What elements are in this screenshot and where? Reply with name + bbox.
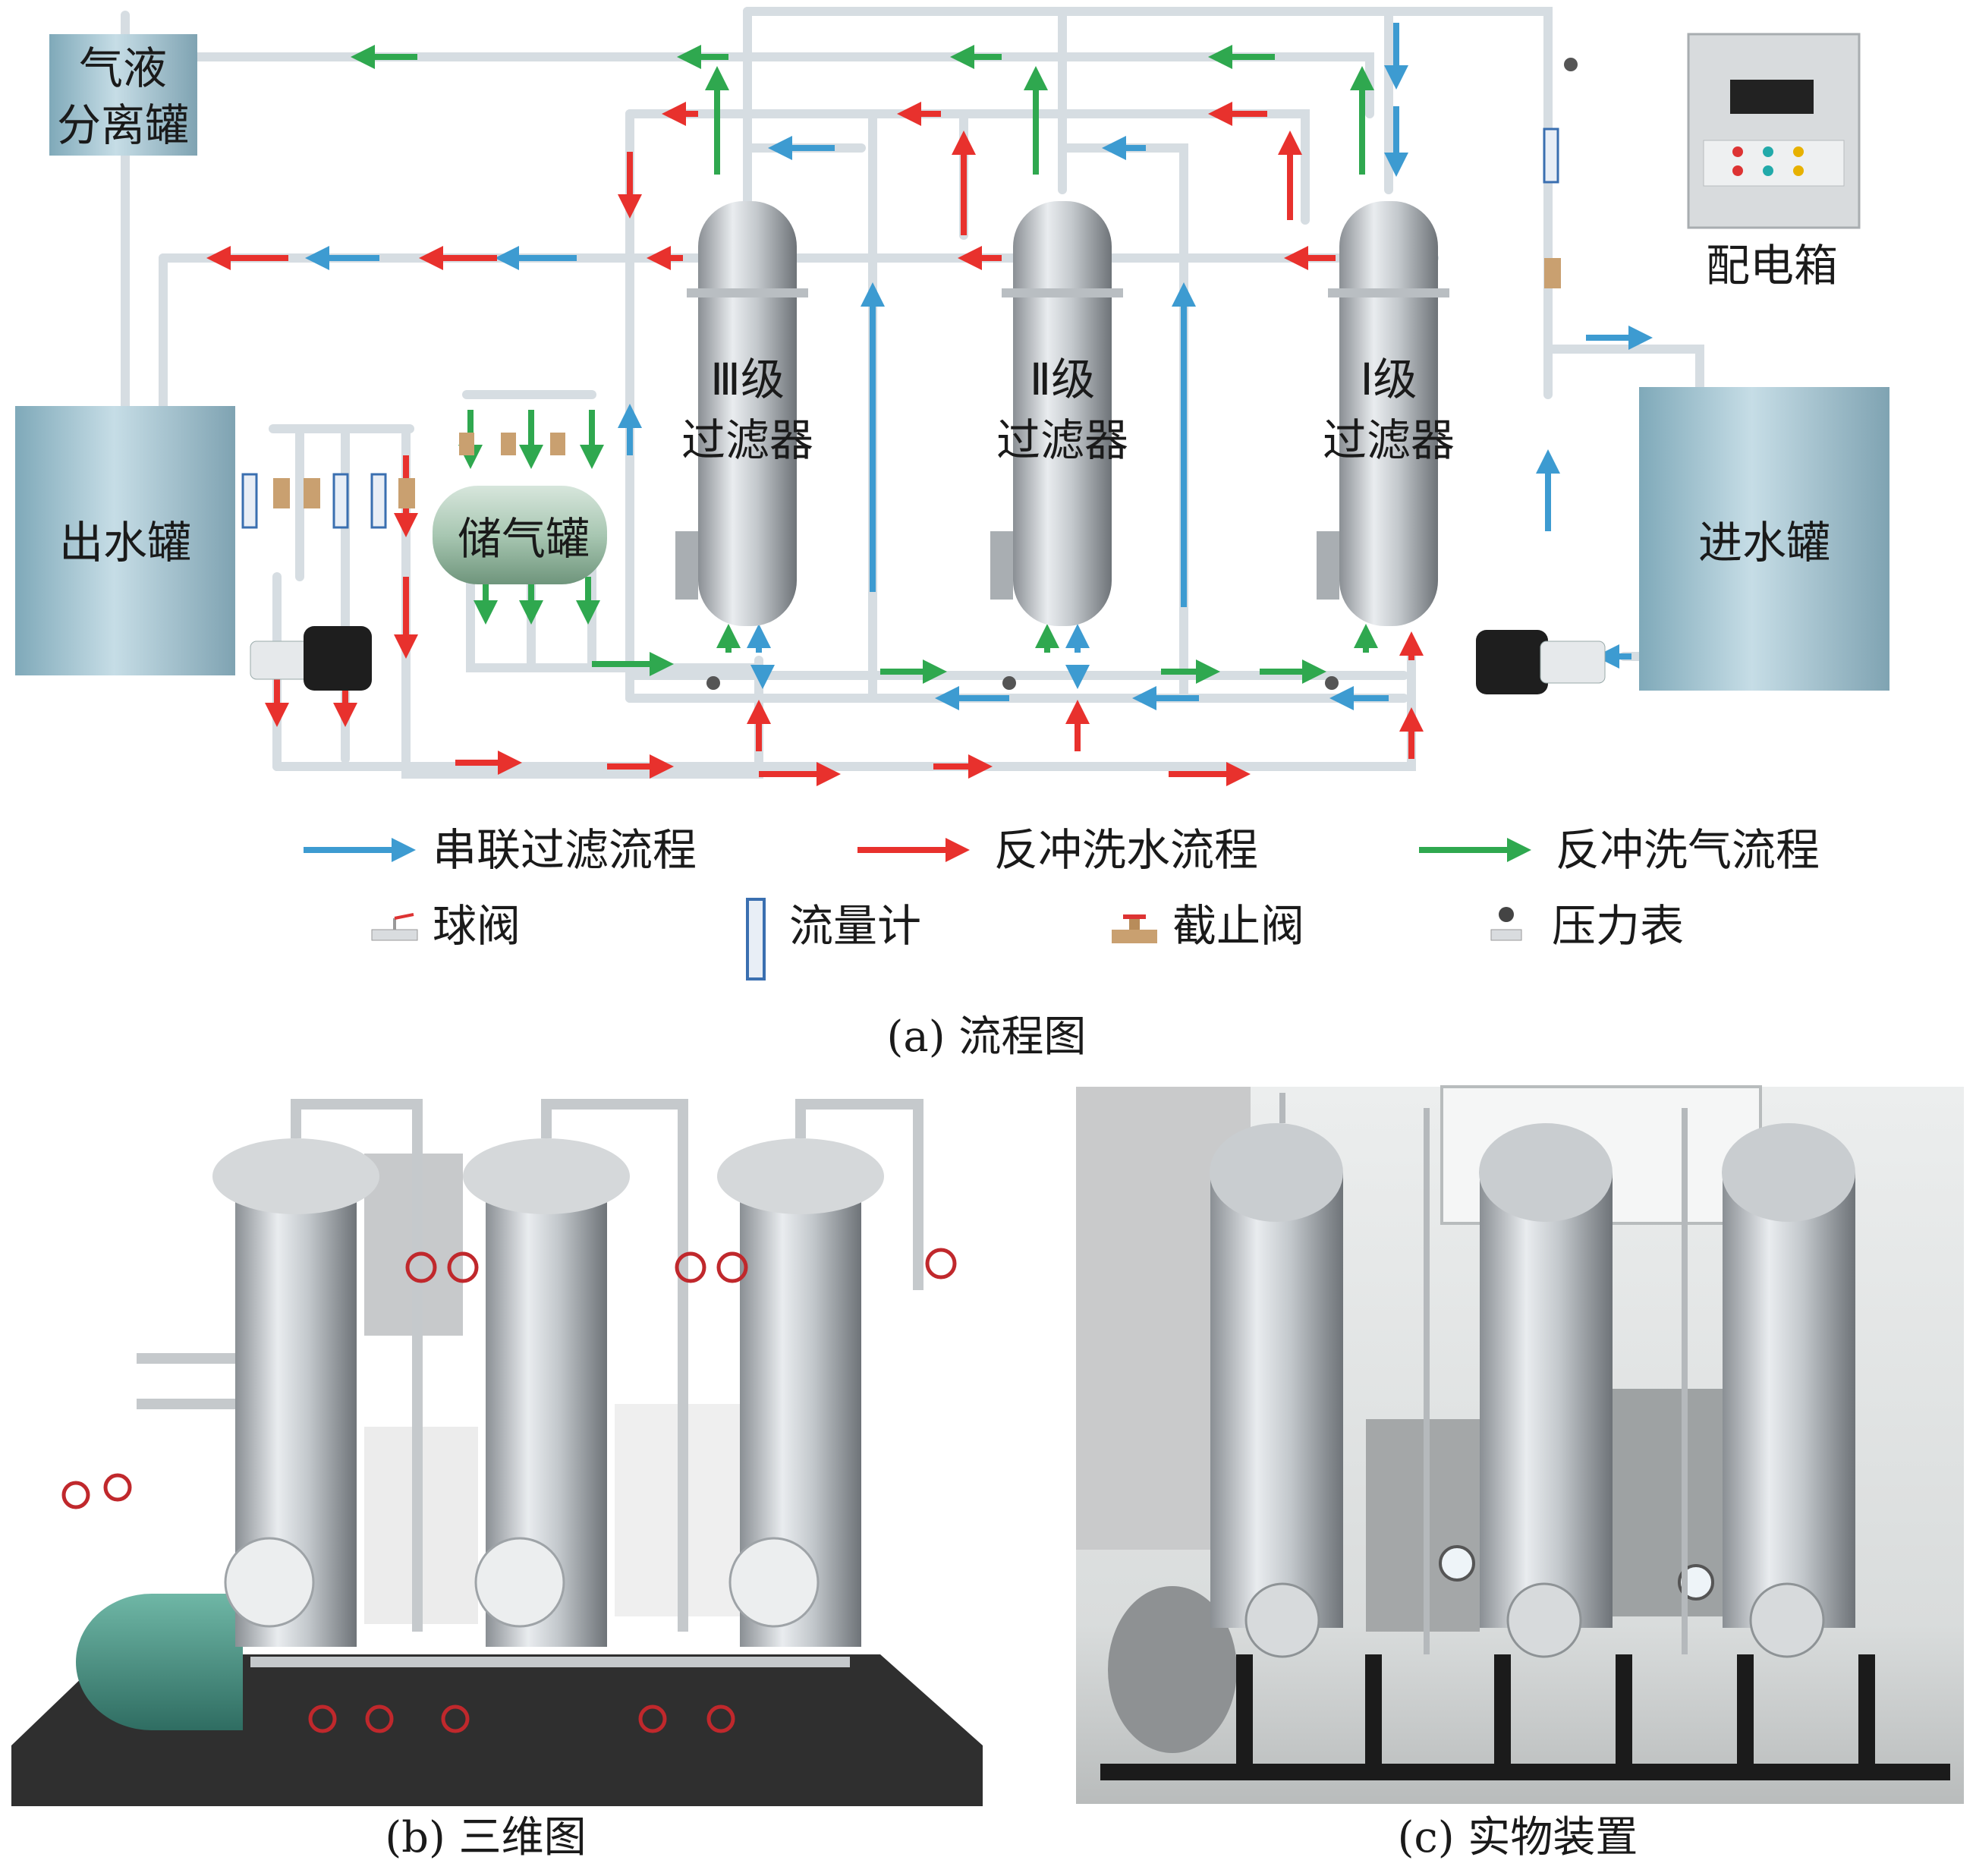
gas-storage-label: 储气罐 xyxy=(458,513,590,565)
legend-globe-valve-label: 截止阀 xyxy=(1172,900,1304,952)
blue-flow-arrows xyxy=(311,23,1647,698)
power-box: 配电箱 xyxy=(1688,34,1859,291)
legend-ball-valve: 球阀 xyxy=(372,900,521,952)
flowmeter-icon xyxy=(747,899,764,979)
gas-storage-tank: 储气罐 xyxy=(433,486,607,584)
inlet-pump xyxy=(1476,630,1605,694)
filter-1-name: 过滤器 xyxy=(1323,414,1455,466)
panel-photo xyxy=(1076,1087,1964,1804)
legend: 串联过滤流程 反冲洗水流程 反冲洗气流程 球阀 流量计 xyxy=(304,824,1820,979)
globe-valve-icon xyxy=(1112,914,1157,943)
pressure-gauge-icon xyxy=(1491,907,1521,940)
legend-pressure-gauge: 压力表 xyxy=(1491,900,1684,952)
legend-red-flow: 反冲洗水流程 xyxy=(857,824,1258,876)
legend-blue-flow: 串联过滤流程 xyxy=(304,824,697,876)
filter-3-name: 过滤器 xyxy=(681,414,813,466)
filter-stage-3: Ⅲ级 过滤器 xyxy=(675,201,813,626)
legend-globe-valve: 截止阀 xyxy=(1112,900,1304,952)
power-box-label: 配电箱 xyxy=(1706,240,1838,291)
legend-green-flow: 反冲洗气流程 xyxy=(1419,824,1820,876)
filter-2-level: Ⅱ级 xyxy=(1030,354,1096,405)
caption-b: (b) 三维图 xyxy=(385,1813,586,1862)
inlet-tank: 进水罐 xyxy=(1639,387,1889,691)
separator-label-line1: 气液 xyxy=(79,42,167,94)
panel-3d-render xyxy=(11,1104,983,1806)
flow-diagram: 气液 分离罐 出水罐 进水罐 储气罐 配电箱 xyxy=(15,11,1889,774)
inlet-tank-label: 进水罐 xyxy=(1698,517,1830,568)
filter-stage-2: Ⅱ级 过滤器 xyxy=(990,201,1128,626)
outlet-tank-label: 出水罐 xyxy=(59,517,191,568)
gas-liquid-separator-tank: 气液 分离罐 xyxy=(49,34,197,156)
legend-flowmeter: 流量计 xyxy=(747,899,921,979)
separator-label-line2: 分离罐 xyxy=(57,99,189,151)
caption-c: (c) 实物装置 xyxy=(1398,1813,1638,1862)
ball-valve-icon xyxy=(372,914,417,940)
legend-green-label: 反冲洗气流程 xyxy=(1556,824,1820,876)
outlet-pump xyxy=(250,626,372,691)
filter-stage-1: I级 过滤器 xyxy=(1317,201,1455,626)
legend-ball-valve-label: 球阀 xyxy=(433,900,521,952)
outlet-tank: 出水罐 xyxy=(15,406,235,675)
legend-blue-label: 串联过滤流程 xyxy=(433,824,697,876)
legend-pressure-gauge-label: 压力表 xyxy=(1552,900,1684,952)
legend-flowmeter-label: 流量计 xyxy=(789,900,921,952)
filter-3-level: Ⅲ级 xyxy=(710,354,785,405)
legend-red-label: 反冲洗水流程 xyxy=(994,824,1258,876)
caption-a: (a) 流程图 xyxy=(887,1012,1087,1062)
filter-1-level: I级 xyxy=(1360,354,1417,405)
filter-2-name: 过滤器 xyxy=(996,414,1128,466)
